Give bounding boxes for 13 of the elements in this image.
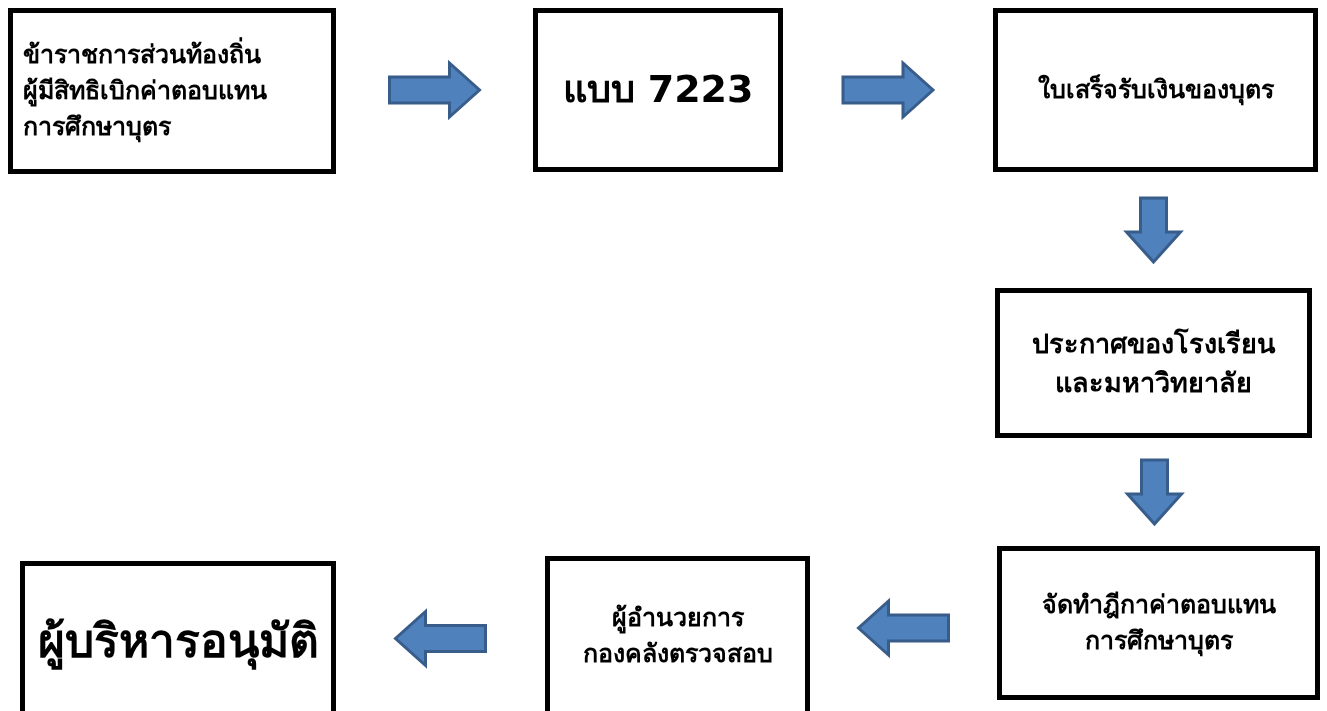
block-arrow [388,59,482,121]
block-arrow [1123,196,1184,265]
process-box: ผู้อำนวยการกองคลังตรวจสอบ [545,556,810,711]
block-arrow [1124,458,1185,527]
process-box: ประกาศของโรงเรียนและมหาวิทยาลัย [995,288,1312,438]
process-box: ผู้บริหารอนุมัติ [20,561,336,711]
process-box: จัดทำฎีกาค่าตอบแทนการศึกษาบุตร [997,546,1320,700]
process-box: ข้าราชการส่วนท้องถิ่นผู้มีสิทธิเบิกค่าตอบแทนการศึกษาบุตร [8,8,336,174]
process-box: ใบเสร็จรับเงินของบุตร [993,8,1318,172]
block-arrow [841,59,936,121]
block-arrow [393,608,487,669]
block-arrow [856,597,950,659]
process-box: แบบ 7223 [533,8,783,172]
